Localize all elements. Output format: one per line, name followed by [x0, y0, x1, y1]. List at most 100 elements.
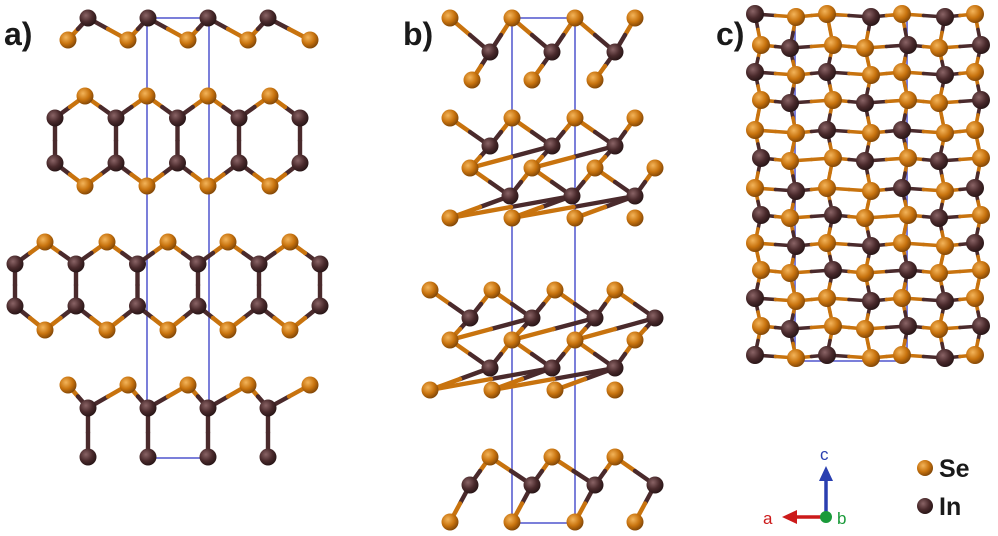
in-atom — [46, 109, 64, 127]
in-atom — [899, 36, 917, 54]
bond — [488, 365, 555, 382]
se-atom — [566, 209, 584, 227]
se-atom — [936, 124, 954, 142]
in-atom — [291, 109, 309, 127]
se-atom — [746, 121, 764, 139]
in-atom — [787, 182, 805, 200]
se-atom — [586, 71, 604, 89]
in-atom — [501, 187, 519, 205]
in-atom — [543, 43, 561, 61]
se-atom — [626, 9, 644, 27]
se-atom — [824, 91, 842, 109]
in-atom — [746, 63, 764, 81]
se-atom — [483, 281, 501, 299]
se-atom — [523, 71, 541, 89]
se-atom — [787, 292, 805, 310]
in-atom — [129, 255, 146, 273]
se-atom — [159, 233, 177, 251]
se-atom — [824, 149, 842, 167]
in-atom — [746, 5, 764, 23]
se-atom — [966, 5, 984, 23]
se-atom — [606, 381, 624, 399]
in-atom — [291, 154, 309, 172]
se-atom — [441, 109, 459, 127]
in-atom — [311, 255, 329, 273]
se-atom — [523, 159, 541, 177]
in-atom — [752, 149, 770, 167]
bond — [489, 376, 556, 393]
se-atom — [301, 376, 319, 394]
se-atom — [566, 331, 584, 349]
se-atom — [818, 289, 836, 307]
se-atom — [818, 179, 836, 197]
in-atom — [586, 476, 604, 494]
se-atom — [893, 346, 911, 364]
in-atom — [606, 359, 624, 377]
se-atom — [606, 281, 624, 299]
bond — [551, 365, 618, 382]
in-atom — [930, 152, 948, 170]
se-atom — [281, 321, 299, 339]
se-atom — [966, 63, 984, 81]
a-axis-label: a — [763, 509, 773, 528]
in-atom — [230, 109, 248, 127]
in-atom — [930, 209, 948, 227]
in-atom — [899, 261, 917, 279]
in-atom — [936, 349, 954, 367]
unit-cell-a — [146, 17, 210, 459]
se-atom — [626, 513, 644, 531]
in-atom — [586, 309, 604, 327]
in-atom — [862, 292, 880, 310]
in-atom — [781, 94, 799, 112]
in-atom — [626, 187, 644, 205]
se-atom — [36, 321, 54, 339]
in-atom — [461, 309, 479, 327]
se-atom — [566, 9, 584, 27]
se-atom — [59, 31, 77, 49]
se-atom — [441, 513, 459, 531]
in-atom — [79, 448, 97, 466]
se-atom — [159, 321, 177, 339]
in-atom — [461, 476, 479, 494]
se-atom — [862, 349, 880, 367]
se-atom — [199, 177, 217, 195]
in-atom — [6, 255, 24, 273]
in-atom — [818, 63, 836, 81]
se-atom — [261, 87, 279, 105]
se-atom — [972, 149, 990, 167]
se-atom — [856, 320, 874, 338]
se-atom — [862, 66, 880, 84]
in-atom — [107, 154, 125, 172]
se-atom — [972, 261, 990, 279]
se-atom — [98, 321, 116, 339]
se-atom — [824, 317, 842, 335]
se-atom — [626, 109, 644, 127]
in-atom — [972, 317, 990, 335]
in-atom — [606, 43, 624, 61]
se-atom — [503, 331, 521, 349]
se-atom — [441, 331, 459, 349]
in-atom — [936, 292, 954, 310]
se-atom — [930, 39, 948, 57]
se-atom — [936, 182, 954, 200]
in-atom — [787, 237, 805, 255]
in-atom — [543, 137, 561, 155]
se-atom — [893, 5, 911, 23]
in-atom — [67, 297, 85, 315]
in-atom — [899, 317, 917, 335]
in-atom — [259, 448, 277, 466]
se-atom — [856, 209, 874, 227]
se-atom — [503, 513, 521, 531]
se-atom — [899, 206, 917, 224]
in-atom — [250, 297, 268, 315]
in-atom — [481, 43, 499, 61]
a-axis-arrowhead — [782, 510, 797, 524]
se-atom — [481, 448, 499, 466]
se-atom — [503, 109, 521, 127]
se-atom — [626, 331, 644, 349]
in-atom — [311, 297, 329, 315]
se-atom — [219, 321, 237, 339]
se-atom — [119, 31, 137, 49]
panel-c-label: c) — [716, 16, 744, 52]
se-atom — [441, 209, 459, 227]
